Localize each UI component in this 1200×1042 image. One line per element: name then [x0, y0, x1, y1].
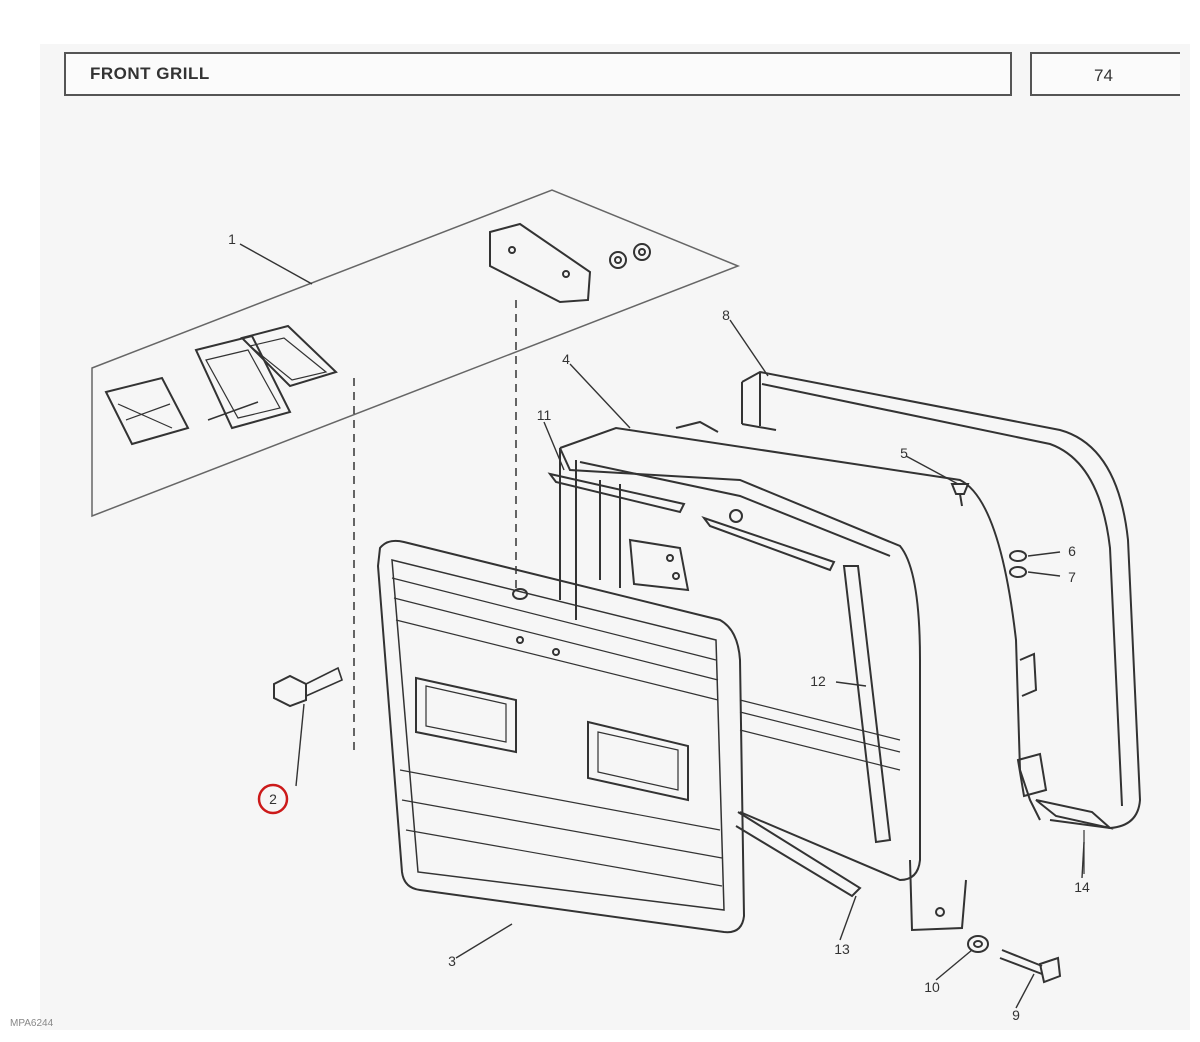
callout-2-highlight: [257, 783, 289, 815]
bracket-14: [1035, 799, 1114, 874]
kit-emblem-plate: [104, 376, 190, 446]
kit-gasket: [194, 334, 292, 430]
callout-9: 9: [1012, 1007, 1020, 1023]
alignment-lines: [353, 300, 517, 750]
callout-2: 2: [269, 791, 277, 807]
callout-labels: 1 2 3 4 5 6 7 8 9 10 11 12 13 14: [228, 231, 1090, 1023]
callout-3: 3: [448, 953, 456, 969]
leader-lines: [239, 243, 1085, 1009]
front-grill-panel-3: [376, 539, 746, 934]
kit-nuts: [609, 243, 651, 269]
callout-5: 5: [900, 445, 908, 461]
bolt-9: [999, 949, 1062, 984]
page-number: 74: [1094, 66, 1113, 85]
screw-5: [950, 483, 970, 507]
grill-surround-8: [741, 370, 1142, 830]
drawing-code: MPA6244: [10, 1018, 54, 1029]
callout-8: 8: [722, 307, 730, 323]
page-number-box: 74: [1030, 52, 1180, 96]
callout-14: 14: [1074, 879, 1090, 895]
kit-backing-plate: [207, 324, 338, 421]
callout-11: 11: [537, 407, 552, 423]
bottom-strip-13: [735, 811, 862, 898]
callout-1: 1: [228, 231, 236, 247]
washer-10: [967, 935, 989, 953]
strip-11: [547, 472, 836, 592]
callout-13: 13: [834, 941, 850, 957]
title-box: FRONT GRILL: [64, 52, 1012, 96]
callout-10: 10: [924, 979, 940, 995]
page-title: FRONT GRILL: [90, 64, 210, 83]
seal-strip-12: [739, 565, 901, 844]
callout-4: 4: [562, 351, 570, 367]
nut-7: [1009, 566, 1027, 578]
bolt-2: [273, 666, 343, 708]
callout-12: 12: [810, 673, 826, 689]
callout-6: 6: [1068, 543, 1076, 559]
kit-plate-upper: [489, 222, 592, 304]
drawing-sheet: [40, 44, 1190, 1030]
shroud-housing-4: [559, 420, 1048, 932]
callout-7: 7: [1068, 569, 1076, 585]
washer-6: [1009, 550, 1027, 562]
kit-1-frame: [91, 189, 741, 518]
